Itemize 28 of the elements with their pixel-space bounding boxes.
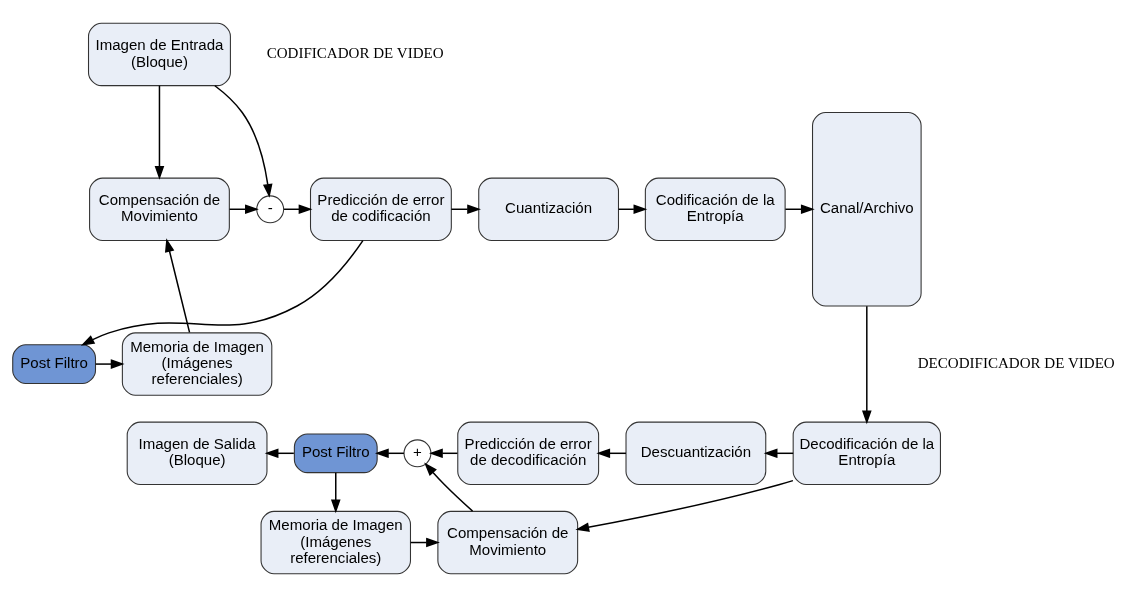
arrow bbox=[94, 358, 125, 369]
node-box: Predicción de error de decodificación bbox=[457, 421, 600, 485]
arrow bbox=[575, 479, 794, 532]
node-box: Codificación de la Entropía bbox=[644, 177, 786, 241]
node-box: Memoria de Imagen (Imágenes referenciales) bbox=[260, 510, 412, 574]
arrow bbox=[214, 84, 273, 198]
arrow bbox=[154, 84, 165, 180]
node-box: Predicción de error de codificación bbox=[309, 177, 452, 241]
node-box: Memoria de Imagen (Imágenes referenciales) bbox=[121, 331, 273, 396]
arrow bbox=[164, 237, 191, 333]
node-box: Post Filtro bbox=[12, 343, 97, 384]
node-box: Canal/Archivo bbox=[812, 111, 922, 307]
node-box: Imagen de Entrada (Bloque) bbox=[87, 22, 231, 86]
node-circle: - bbox=[256, 194, 285, 223]
label: CODIFICADOR DE VIDEO bbox=[266, 44, 444, 61]
node-box: Post Filtro bbox=[293, 432, 378, 473]
arrow bbox=[862, 305, 872, 424]
node-box: Compensación de Movimiento bbox=[437, 510, 579, 574]
arrow bbox=[330, 471, 341, 513]
label: DECODIFICADOR DE VIDEO bbox=[917, 354, 1115, 371]
node-box: Descuantización bbox=[625, 421, 767, 485]
node-box: Decodificación de la Entropía bbox=[792, 421, 941, 485]
node-box: Cuantización bbox=[478, 177, 620, 241]
node-circle: + bbox=[403, 438, 432, 467]
node-box: Compensación de Movimiento bbox=[89, 177, 230, 241]
node-box: Imagen de Salida (Bloque) bbox=[126, 421, 268, 485]
arrow bbox=[424, 461, 474, 512]
arrow bbox=[80, 239, 364, 346]
